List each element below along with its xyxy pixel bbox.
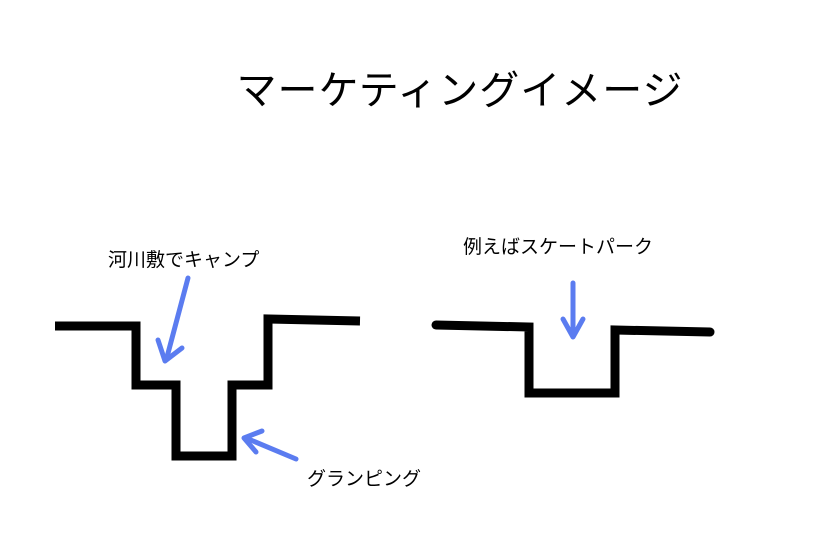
arrow-skate-park (560, 280, 586, 340)
label-skate-park: 例えばスケートパーク (463, 236, 654, 258)
label-glamping: グランピング (307, 468, 422, 490)
slide-title: マーケティングイメージ (236, 68, 684, 114)
label-river-camp: 河川敷でキャンプ (108, 249, 260, 271)
left-terrain-outline (55, 314, 361, 461)
arrow-river-camp (155, 275, 191, 364)
arrow-glamping (241, 428, 299, 462)
right-terrain-outline (431, 320, 715, 398)
